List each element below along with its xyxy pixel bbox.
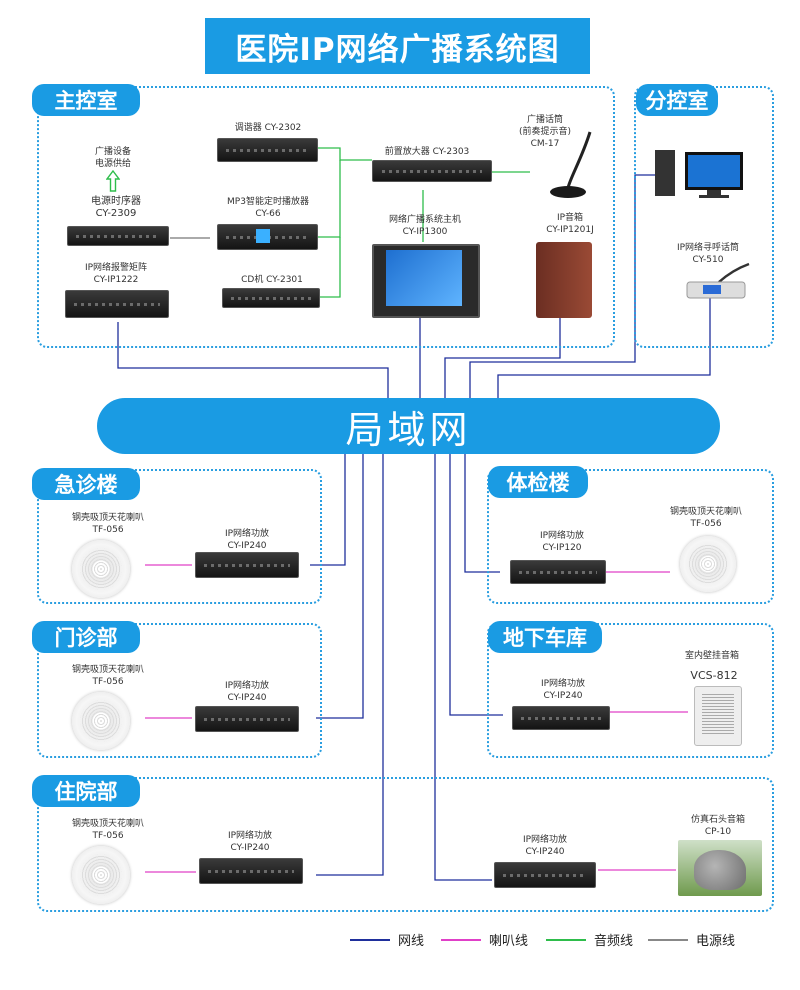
legend-power-swatch	[648, 938, 688, 941]
legend-audio: 音频线	[546, 930, 633, 949]
garage-speaker-model-label: VCS-812	[690, 669, 738, 682]
network-cables	[117, 174, 711, 881]
mic-device	[540, 128, 600, 200]
legend-power: 电源线	[648, 930, 735, 949]
zone-inpatient	[37, 777, 774, 912]
checkup-speaker-device	[680, 536, 736, 592]
cd-player-device	[222, 288, 320, 308]
zone-outpatient	[37, 623, 322, 758]
emergency-amp-device	[195, 552, 299, 578]
lan-bar: 局域网	[97, 398, 720, 454]
legend-network-swatch	[350, 938, 390, 941]
preamp-label: 前置放大器 CY-2303	[384, 147, 470, 157]
checkup-amp-device	[510, 560, 606, 584]
audio-cables	[318, 147, 530, 298]
zone-sub-control-tab: 分控室	[636, 84, 718, 116]
inpatient-amp-device	[199, 858, 303, 884]
paging-mic-device	[683, 262, 753, 300]
emergency-amp-label: IP网络功放 CY-IP240	[224, 529, 270, 551]
sequencer-device	[67, 226, 169, 246]
zone-sub-control	[634, 86, 774, 348]
inpatient-right-amp-label: IP网络功放 CY-IP240	[522, 835, 568, 857]
outpatient-speaker-device	[72, 692, 130, 750]
checkup-amp-label: IP网络功放 CY-IP120	[539, 531, 585, 553]
zone-outpatient-tab: 门诊部	[32, 621, 140, 653]
zone-main-control-tab: 主控室	[32, 84, 140, 116]
power-supply-label: 广播设备 电源供给	[94, 147, 132, 169]
inpatient-speaker-label: 钢壳吸顶天花喇叭 TF-056	[71, 819, 145, 841]
computer-icon	[655, 150, 750, 200]
inpatient-speaker-device	[72, 846, 130, 904]
zone-checkup-tab: 体检楼	[488, 466, 588, 498]
inpatient-amp-label: IP网络功放 CY-IP240	[227, 831, 273, 853]
ip-speaker-device	[536, 242, 592, 318]
mic-label: 广播话筒 (前奏提示音) CM-17	[518, 115, 572, 149]
paging-mic-label: IP网络寻呼话筒 CY-510	[676, 243, 740, 265]
ip-speaker-label: IP音箱 CY-IP1201J	[546, 213, 594, 235]
garage-speaker-grille	[702, 694, 734, 734]
garage-speaker-name-label: 室内壁挂音箱	[684, 651, 740, 661]
matrix-label: IP网络报警矩阵 CY-IP1222	[84, 263, 148, 285]
page-title: 医院IP网络广播系统图	[205, 18, 590, 74]
tuner-label: 调谐器 CY-2302	[234, 123, 302, 133]
rock-speaker-device	[678, 840, 762, 896]
mp3-screen	[256, 229, 270, 243]
legend-audio-swatch	[546, 938, 586, 941]
legend-audio-label: 音频线	[594, 934, 634, 949]
zone-inpatient-tab: 住院部	[32, 775, 140, 807]
zone-garage	[487, 623, 774, 758]
garage-amp-label: IP网络功放 CY-IP240	[540, 679, 586, 701]
host-label: 网络广播系统主机 CY-IP1300	[388, 215, 462, 237]
zone-emergency	[37, 469, 322, 604]
garage-amp-device	[512, 706, 610, 730]
zone-checkup	[487, 469, 774, 604]
matrix-device	[65, 290, 169, 318]
cd-player-label: CD机 CY-2301	[241, 275, 303, 285]
legend-speaker-swatch	[441, 938, 481, 941]
legend-speaker: 喇叭线	[441, 930, 528, 949]
sequencer-label: 电源时序器 CY-2309	[91, 196, 141, 219]
emergency-speaker-label: 钢壳吸顶天花喇叭 TF-056	[71, 513, 145, 535]
outpatient-speaker-label: 钢壳吸顶天花喇叭 TF-056	[71, 665, 145, 687]
legend-power-label: 电源线	[696, 934, 736, 949]
up-arrow-icon	[105, 169, 121, 192]
mp3-player-label: MP3智能定时播放器 CY-66	[227, 197, 309, 219]
legend-speaker-label: 喇叭线	[489, 934, 529, 949]
preamp-device	[372, 160, 492, 182]
outpatient-amp-device	[195, 706, 299, 732]
zone-main-control	[37, 86, 615, 348]
legend-network: 网线	[350, 930, 424, 949]
emergency-speaker-device	[72, 540, 130, 598]
outpatient-amp-label: IP网络功放 CY-IP240	[224, 681, 270, 703]
inpatient-right-amp-device	[494, 862, 596, 888]
zone-garage-tab: 地下车库	[488, 621, 602, 653]
legend-network-label: 网线	[398, 934, 425, 949]
checkup-speaker-label: 钢壳吸顶天花喇叭 TF-056	[669, 507, 743, 529]
tuner-device	[217, 138, 318, 162]
zone-emergency-tab: 急诊楼	[32, 468, 140, 500]
rock-speaker-label: 仿真石头音箱 CP-10	[690, 815, 746, 837]
speaker-cables	[145, 564, 688, 873]
rock-shape	[694, 850, 746, 890]
host-screen	[386, 250, 462, 306]
